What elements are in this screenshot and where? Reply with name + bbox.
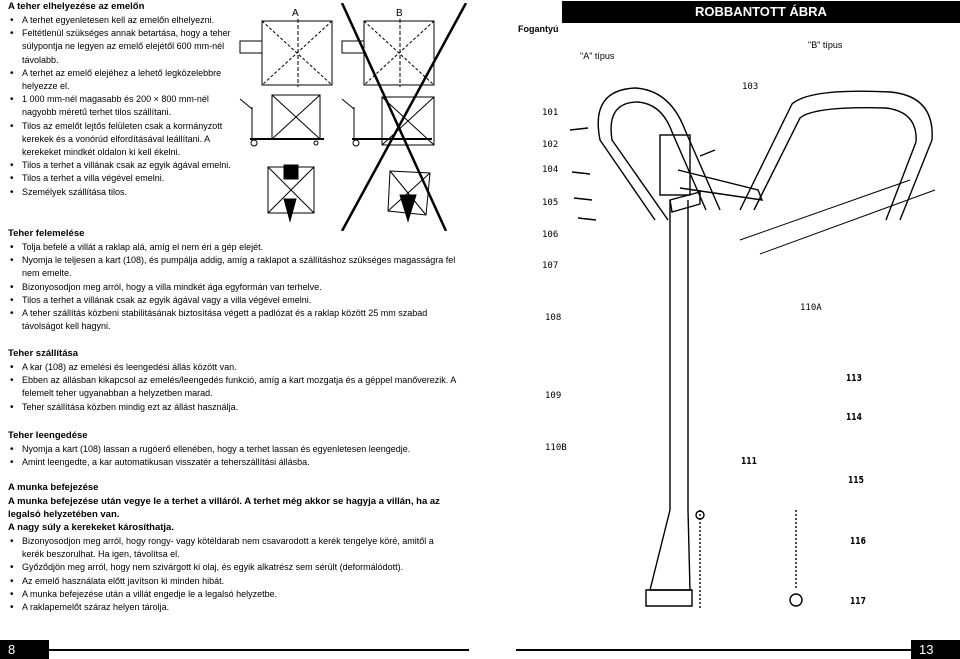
list-item: Bizonyosodjon meg arról, hogy rongy- vag… [8,535,458,561]
section-title-transport: Teher szállítása [8,348,79,359]
transport-list: A kar (108) az emelési és leengedési áll… [8,361,463,414]
list-item: Amint leengedte, a kar automatikusan vis… [8,456,463,469]
footer-rule-left [49,649,469,651]
list-item: Tilos a terhet a villának csak az egyik … [8,294,463,307]
list-item: Nyomja le teljesen a kart (108), és pump… [8,254,463,280]
label-b: B [396,8,403,19]
part-label-111: 111 [741,456,757,467]
finishing-warning: A munka befejezése után vegye le a terhe… [8,496,440,520]
list-item: Tolja befelé a villát a raklap alá, amíg… [8,241,463,254]
finishing-list: Bizonyosodjon meg arról, hogy rongy- vag… [8,535,458,614]
page-number-left: 8 [0,640,49,659]
part-label-115: 115 [848,475,864,486]
part-label-114: 114 [846,412,862,423]
list-item: Teher szállítása közben mindig ezt az ál… [8,401,463,414]
list-item: A raklapemelőt száraz helyen tárolja. [8,601,458,614]
page-number-right: 13 [911,640,960,659]
type-a-label: "A" típus [580,51,615,61]
part-label-109: 109 [545,391,562,401]
list-item: Az emelő használata előtt javítson ki mi… [8,575,458,588]
footer-rule-right [516,649,911,651]
load-placement-list: A terhet egyenletesen kell az emelőn elh… [8,14,233,199]
list-item: Személyek szállítása tilos. [8,186,233,199]
list-item: Nyomja a kart (108) lassan a rugóerő ell… [8,443,463,456]
part-label-117: 117 [850,596,866,607]
lifting-list: Tolja befelé a villát a raklap alá, amíg… [8,241,463,333]
part-label-104: 104 [542,165,559,175]
handle-label: Fogantyú [518,24,559,34]
part-label-106: 106 [542,230,559,240]
part-label-102: 102 [542,140,559,150]
list-item: 1 000 mm-nél magasabb és 200 × 800 mm-né… [8,93,233,119]
part-label-107: 107 [542,261,559,271]
list-item: A teher szállítás közbeni stabilitásának… [8,307,463,333]
part-label-103: 103 [742,82,759,92]
section-title-lowering: Teher leengedése [8,430,88,441]
part-label-116: 116 [850,536,866,547]
lowering-list: Nyomja a kart (108) lassan a rugóerő ell… [8,443,463,470]
part-label-110b: 110B [545,443,567,453]
page-title: ROBBANTOTT ÁBRA [562,1,960,23]
part-label-105: 105 [542,198,559,208]
list-item: A terhet az emelő elejéhez a lehető legk… [8,67,233,93]
section-title-finishing: A munka befejezése [8,482,99,493]
list-item: A munka befejezése után a villát engedje… [8,588,458,601]
list-item: Győződjön meg arról, hogy nem szivárgott… [8,561,458,574]
list-item: Feltétlenül szükséges annak betartása, h… [8,27,233,67]
section-title-load-placement: A teher elhelyezése az emelőn [8,1,145,12]
list-item: A kar (108) az emelési és leengedési áll… [8,361,463,374]
list-item: Tilos a terhet a villa végével emelni. [8,172,233,185]
part-label-110a: 110A [800,303,822,313]
exploded-drawing [569,87,936,610]
label-a: A [292,8,299,19]
part-label-101: 101 [542,108,559,118]
section-title-lifting: Teher felemelése [8,228,85,239]
list-item: Bizonyosodjon meg arról, hogy a villa mi… [8,281,463,294]
load-placement-diagram: A B [239,3,468,231]
list-item: Tilos a terhet a villának csak az egyik … [8,159,233,172]
part-label-108: 108 [545,313,562,323]
list-item: A terhet egyenletesen kell az emelőn elh… [8,14,233,27]
type-b-label: "B" típus [808,40,843,50]
part-label-113: 113 [846,373,862,384]
list-item: Ebben az állásban kikapcsol az emelés/le… [8,374,463,400]
wheel-warning: A nagy súly a kerekeket károsíthatja. [8,522,174,533]
list-item: Tilos az emelőt lejtős felületen csak a … [8,120,233,160]
